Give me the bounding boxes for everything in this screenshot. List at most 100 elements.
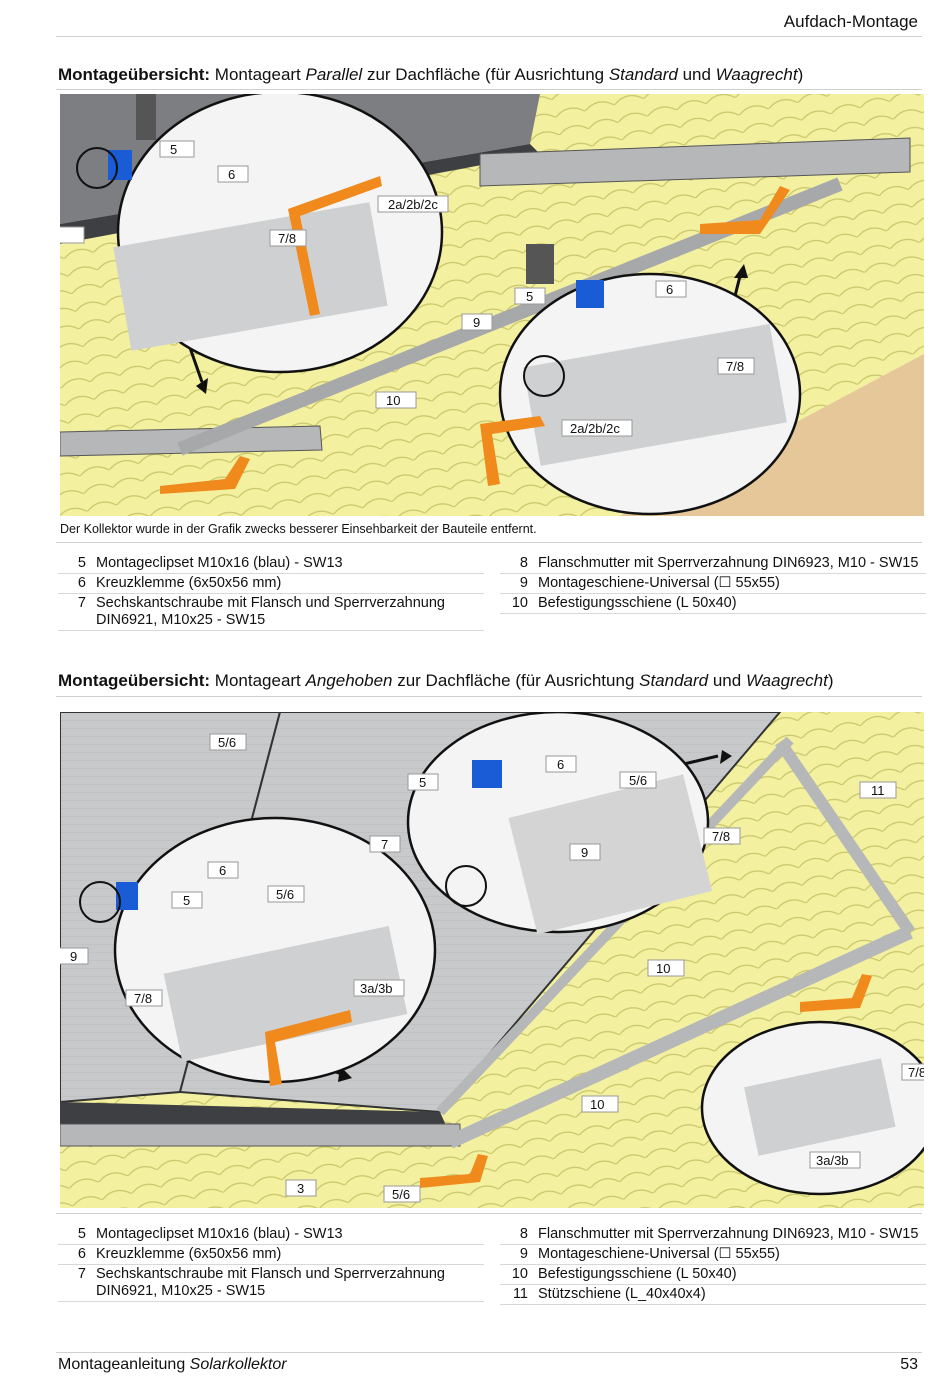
callout-label: 5 <box>526 289 533 304</box>
heading-waagrecht: Waagrecht <box>715 65 798 84</box>
callout-label: 10 <box>590 1097 604 1112</box>
part-number: 10 <box>500 593 536 614</box>
part-description: Montageschiene-Universal (☐ 55x55) <box>536 573 926 594</box>
part-description: Befestigungsschiene (L 50x40) <box>536 1264 926 1285</box>
section1-rule <box>56 89 922 90</box>
callout-label: 5 <box>170 142 177 157</box>
footer-text-em: Solarkollektor <box>189 1356 287 1373</box>
part-description: Montageclipset M10x16 (blau) - SW13 <box>94 1225 484 1245</box>
part-description: Befestigungsschiene (L 50x40) <box>536 593 926 614</box>
footer-text: Montageanleitung <box>58 1356 190 1373</box>
callout-label: 3a/3b <box>816 1153 849 1168</box>
heading-waagrecht: Waagrecht <box>745 671 828 690</box>
callout-label: 7/8 <box>726 359 744 374</box>
section1-heading: Montageübersicht: Montageart Parallel zu… <box>58 65 803 85</box>
heading-text: und <box>677 65 716 84</box>
footer-rule <box>56 1352 922 1353</box>
page-header-section: Aufdach-Montage <box>783 12 918 31</box>
figure-caption: Der Kollektor wurde in der Grafik zwecks… <box>60 522 537 536</box>
heading-mode: Parallel <box>305 65 363 84</box>
part-description: Montageclipset M10x16 (blau) - SW13 <box>94 554 484 574</box>
section2-rule <box>56 696 922 697</box>
parallel-mounting-illustration: 5 6 2a/2b/2c 9 7/8 5 6 9 7/8 10 2a/2b/2c <box>60 94 924 516</box>
callout-label: 5/6 <box>629 773 647 788</box>
heading-text: und <box>708 671 746 690</box>
callout-label: 6 <box>219 863 226 878</box>
callout-label: 3a/3b <box>360 981 393 996</box>
callout-label: 10 <box>656 961 670 976</box>
footer-document-title: Montageanleitung Solarkollektor <box>58 1356 287 1374</box>
part-description: Kreuzklemme (6x50x56 mm) <box>94 1244 484 1265</box>
raised-mounting-illustration: 5/6 5 6 5/6 7 9 7/8 11 6 5 5/6 9 7/8 3a/… <box>60 712 924 1208</box>
part-description: Montageschiene-Universal (☐ 55x55) <box>536 1244 926 1265</box>
heading-text: ) <box>827 671 834 690</box>
section2-heading: Montageübersicht: Montageart Angehoben z… <box>58 671 834 691</box>
part-number: 8 <box>500 554 536 574</box>
part-description: Flanschmutter mit Sperrverzahnung DIN692… <box>536 1225 926 1245</box>
part-number: 6 <box>58 573 94 594</box>
callout-label: 7 <box>381 837 388 852</box>
part-number: 6 <box>58 1244 94 1265</box>
callout-label: 9 <box>473 315 480 330</box>
part-number: 7 <box>58 1264 94 1302</box>
heading-standard: Standard <box>608 65 678 84</box>
callout-label: 3 <box>297 1181 304 1196</box>
callout-label: 2a/2b/2c <box>570 421 620 436</box>
heading-standard: Standard <box>639 671 709 690</box>
part-number: 9 <box>500 573 536 594</box>
part-description: Kreuzklemme (6x50x56 mm) <box>94 573 484 594</box>
callout-label: 7/8 <box>712 829 730 844</box>
part-number: 7 <box>58 593 94 631</box>
callout-label: 10 <box>386 393 400 408</box>
heading-text: zur Dachfläche (für Ausrichtung <box>392 671 640 690</box>
page-number: 53 <box>900 1356 918 1373</box>
callout-label: 9 <box>70 949 77 964</box>
callout-label: 7/8 <box>134 991 152 1006</box>
figure2-rule <box>56 1213 922 1214</box>
header-rule <box>56 36 922 37</box>
callout-label: 6 <box>557 757 564 772</box>
heading-mode: Angehoben <box>305 671 393 690</box>
part-number: 8 <box>500 1225 536 1245</box>
heading-text: Montageart <box>210 671 306 690</box>
part-description: Sechskantschraube mit Flansch und Sperrv… <box>94 593 484 631</box>
callout-label: 5/6 <box>218 735 236 750</box>
callout-label: 5/6 <box>392 1187 410 1202</box>
callout-label: 5/6 <box>276 887 294 902</box>
heading-text: Montageart <box>210 65 306 84</box>
part-description: Sechskantschraube mit Flansch und Sperrv… <box>94 1264 484 1302</box>
heading-bold: Montageübersicht: <box>58 65 211 84</box>
callout-label: 11 <box>871 783 885 798</box>
heading-text: zur Dachfläche (für Ausrichtung <box>362 65 609 84</box>
part-number: 11 <box>500 1284 536 1305</box>
part-description: Flanschmutter mit Sperrverzahnung DIN692… <box>536 554 926 574</box>
caption-rule <box>56 542 922 543</box>
heading-bold: Montageübersicht: <box>58 671 211 690</box>
part-number: 5 <box>58 554 94 574</box>
callout-labels: 5/6 5 6 5/6 7 9 7/8 11 6 5 5/6 9 7/8 3a/… <box>60 733 924 1203</box>
callout-label: 2a/2b/2c <box>388 197 438 212</box>
callout-label: 7/8 <box>278 231 296 246</box>
part-number: 5 <box>58 1225 94 1245</box>
callout-label: 5 <box>419 775 426 790</box>
callout-labels: 5 6 2a/2b/2c 9 7/8 5 6 9 7/8 10 2a/2b/2c <box>60 140 755 437</box>
callout-label: 6 <box>228 167 235 182</box>
callout-label: 5 <box>183 893 190 908</box>
part-number: 10 <box>500 1264 536 1285</box>
part-description: Stützschiene (L_40x40x4) <box>536 1284 926 1305</box>
callout-label: 7/8 <box>908 1065 924 1080</box>
